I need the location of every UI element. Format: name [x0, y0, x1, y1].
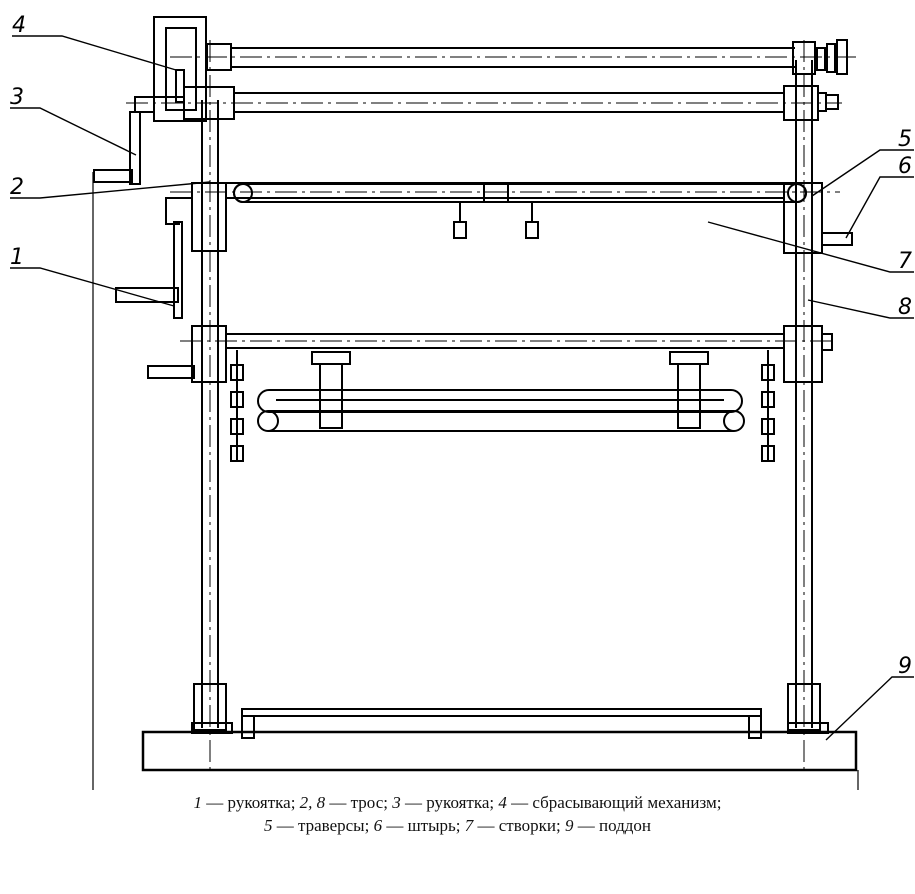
callout-leaders [10, 35, 914, 741]
dimension-line [92, 172, 859, 790]
legend-num: 2, 8 [299, 793, 326, 812]
legend-num: 9 [564, 816, 574, 835]
crank-handle-3 [93, 96, 184, 185]
legend-text: — поддон [573, 816, 651, 835]
base-foot-left [191, 722, 233, 734]
legend-text: — рукоятка; [400, 793, 499, 812]
callout-6: 6 [898, 154, 912, 179]
legend-line-1: 1 — рукоятка; 2, 8 — трос; 3 — рукоятка;… [0, 791, 915, 814]
legend-text: — штырь; [382, 816, 465, 835]
flaps [233, 183, 807, 239]
callout-2: 2 [10, 175, 24, 200]
legend-text: — траверсы; [272, 816, 374, 835]
left-column [193, 40, 227, 770]
callout-3: 3 [10, 85, 24, 110]
crank-handle-1 [115, 197, 192, 319]
frame-drawing: 4 3 2 1 5 6 7 8 9 1340 [10, 13, 914, 790]
callout-7: 7 [898, 249, 912, 274]
lower-traverse [147, 325, 836, 383]
right-column [787, 40, 821, 770]
discharge-mechanism [153, 16, 207, 122]
middle-traverse [170, 182, 853, 254]
pallet-holder [257, 351, 745, 432]
legend-text: — створки; [473, 816, 565, 835]
callout-9: 9 [898, 654, 912, 679]
legend-num: 1 [193, 793, 203, 812]
lower-tray [241, 708, 762, 738]
callout-5: 5 [898, 127, 912, 152]
chain-right [761, 350, 775, 462]
chain-left [230, 350, 244, 462]
legend-text: — трос; [325, 793, 393, 812]
callout-8: 8 [898, 295, 912, 320]
legend-num: 7 [464, 816, 474, 835]
callout-1: 1 [10, 245, 24, 270]
top-shaft [170, 39, 856, 75]
legend-num: 3 [392, 793, 401, 812]
legend-text: — сбрасывающий механизм; [506, 793, 722, 812]
legend-text: — рукоятка; [202, 793, 300, 812]
base-pallet [141, 730, 858, 772]
callout-4: 4 [12, 13, 26, 38]
legend-line-2: 5 — траверсы; 6 — штырь; 7 — створки; 9 … [0, 814, 915, 837]
figure-legend: 1 — рукоятка; 2, 8 — трос; 3 — рукоятка;… [0, 791, 915, 837]
legend-num: 4 [498, 793, 507, 812]
upper-traverse [126, 85, 842, 121]
legend-num: 6 [373, 816, 383, 835]
legend-num: 5 [263, 816, 273, 835]
